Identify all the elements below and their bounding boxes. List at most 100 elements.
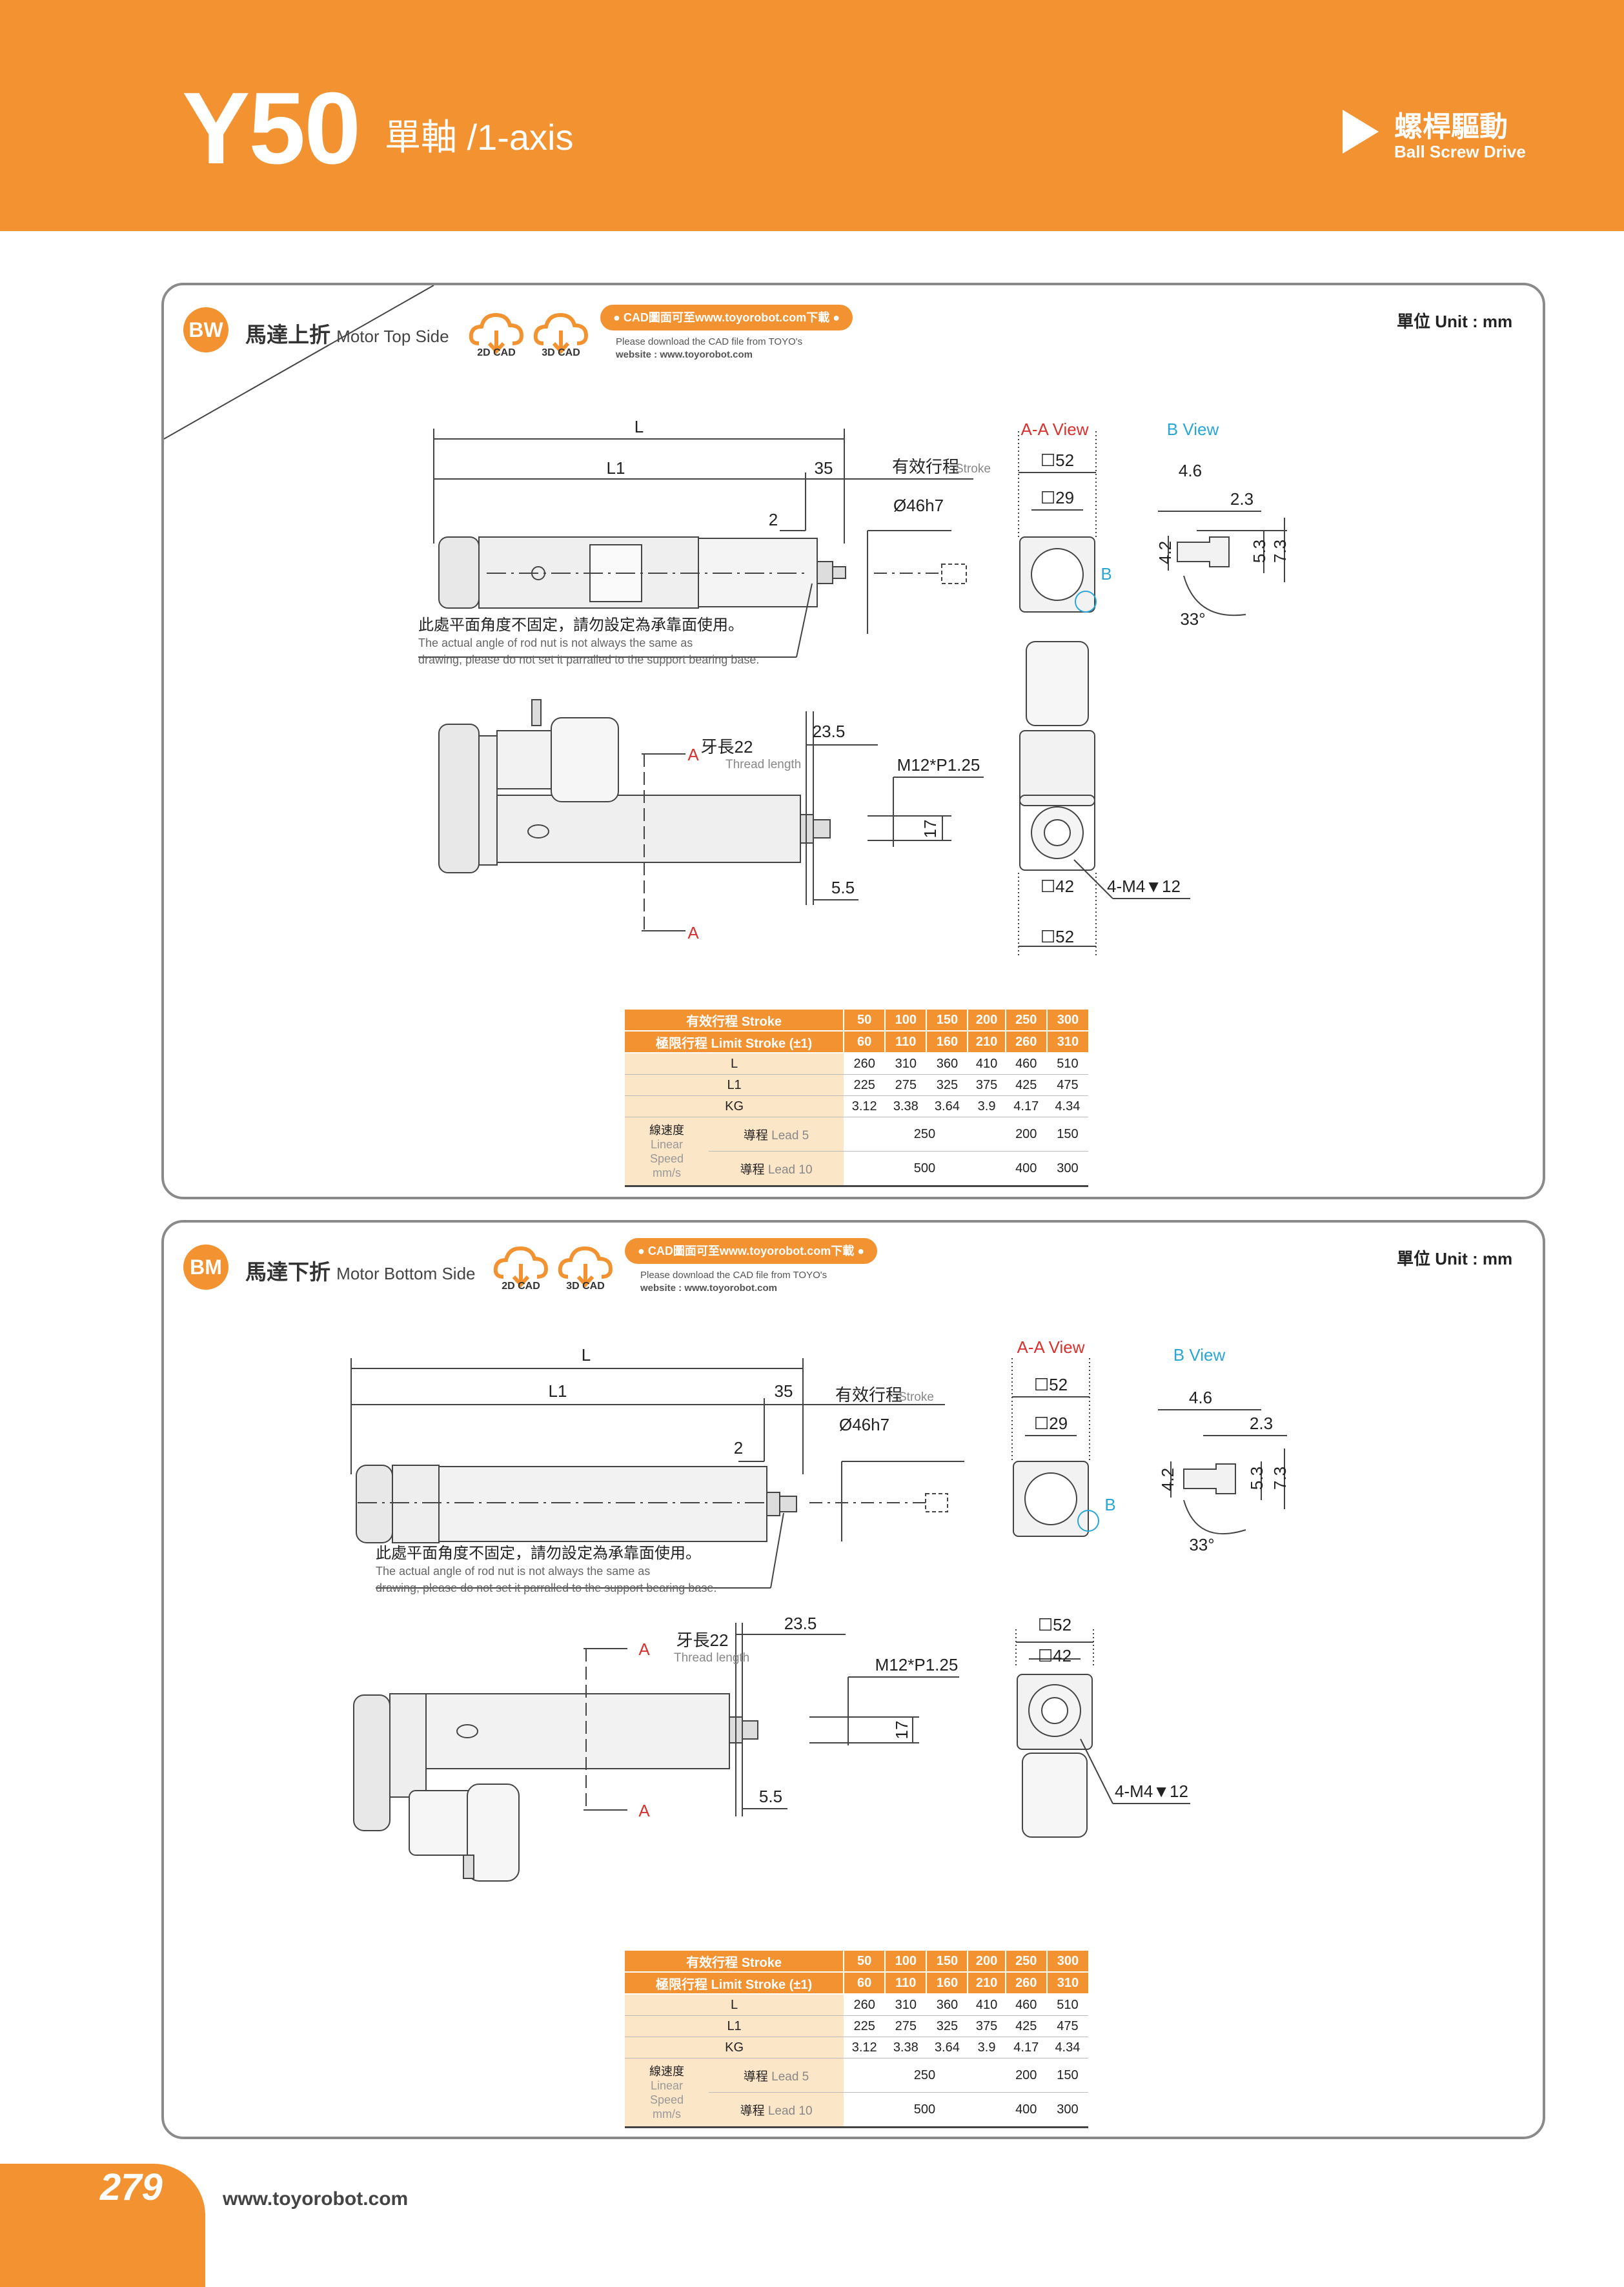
unit-label: 單位 Unit : mm bbox=[1397, 312, 1513, 331]
axis-subtitle: 單軸 /1-axis bbox=[385, 117, 574, 158]
dim-sq29: ☐29 bbox=[1040, 488, 1074, 507]
section-a-bottom: A bbox=[687, 923, 699, 942]
note-zh: 此處平面角度不固定，請勿設定為承靠面使用。 bbox=[418, 616, 744, 634]
spec-table: 有效行程 Stroke 50 100 150 200 250 300 極限行程 … bbox=[625, 1951, 1088, 2128]
note-en-1: The actual angle of rod nut is not alway… bbox=[418, 636, 693, 649]
dim-5-3: 5.3 bbox=[1250, 540, 1269, 563]
dim-diameter: Ø46h7 bbox=[893, 496, 944, 515]
dim-stroke-en: Stroke bbox=[955, 462, 991, 476]
limit-stroke-header: 極限行程 Limit Stroke (±1) bbox=[625, 1031, 844, 1053]
note-zh: 此處平面角度不固定，請勿設定為承靠面使用。 bbox=[376, 1545, 701, 1562]
page-number: 279 bbox=[100, 2166, 163, 2208]
b-view-label: B View bbox=[1173, 1345, 1226, 1365]
note-en-1: The actual angle of rod nut is not alway… bbox=[376, 1565, 650, 1578]
dim-5-5: 5.5 bbox=[759, 1787, 782, 1806]
dim-stroke-en: Stroke bbox=[898, 1390, 934, 1404]
dim-2-3: 2.3 bbox=[1250, 1414, 1273, 1433]
cloud-download-2d-icon[interactable] bbox=[492, 1238, 550, 1296]
b-view-label: B View bbox=[1167, 420, 1219, 439]
cad-download-pill[interactable]: ● CAD圖面可至www.toyorobot.com下載 ● bbox=[625, 1238, 878, 1264]
page-header: Y50 單軸 /1-axis 螺桿驅動 Ball Screw Drive bbox=[0, 0, 1624, 231]
section-title-zh: 馬達上折 bbox=[245, 323, 330, 347]
footer-tab bbox=[0, 2164, 205, 2287]
dim-diameter: Ø46h7 bbox=[839, 1415, 889, 1434]
cad-2d-label: 2D CAD bbox=[477, 347, 516, 358]
stroke-header: 有效行程 Stroke bbox=[625, 1010, 844, 1032]
dim-7-3: 7.3 bbox=[1270, 1467, 1290, 1490]
dim-2: 2 bbox=[734, 1438, 743, 1458]
cad-2d-label: 2D CAD bbox=[502, 1281, 540, 1292]
technical-drawing-bm: L L1 35 有效行程 Stroke Ø46h7 2 此處平面角度不固定，請勿… bbox=[350, 1337, 1290, 1882]
dim-sq52-lower: ☐52 bbox=[1040, 927, 1074, 946]
dim-L1: L1 bbox=[607, 458, 625, 478]
cloud-download-2d-icon[interactable] bbox=[467, 305, 525, 363]
section-title: 馬達下折 Motor Bottom Side bbox=[245, 1255, 475, 1286]
dim-m4: 4-M4▼12 bbox=[1115, 1782, 1188, 1801]
dim-4-2: 4.2 bbox=[1155, 541, 1175, 564]
dim-stroke-zh: 有效行程 bbox=[892, 457, 959, 476]
dim-4-6: 4.6 bbox=[1189, 1388, 1212, 1407]
drive-type-en: Ball Screw Drive bbox=[1394, 142, 1526, 161]
dim-angle: 33° bbox=[1180, 609, 1205, 629]
dim-7-3: 7.3 bbox=[1270, 540, 1290, 563]
section-a-top: A bbox=[687, 745, 699, 764]
dim-5-3: 5.3 bbox=[1247, 1467, 1266, 1490]
dim-stroke-zh: 有效行程 bbox=[835, 1385, 902, 1405]
dim-sq52: ☐52 bbox=[1034, 1375, 1068, 1394]
aa-view-label: A-A View bbox=[1017, 1337, 1084, 1357]
dim-17: 17 bbox=[892, 1721, 911, 1740]
linear-speed-label: 線速度 Linear Speed mm/s bbox=[625, 1117, 709, 1187]
dim-m12: M12*P1.25 bbox=[875, 1655, 959, 1674]
dim-sq52-lower: ☐52 bbox=[1038, 1615, 1071, 1634]
dim-m12: M12*P1.25 bbox=[897, 755, 980, 775]
unit-label: 單位 Unit : mm bbox=[1397, 1249, 1513, 1268]
section-badge: BW bbox=[183, 307, 228, 352]
dim-sq52: ☐52 bbox=[1040, 451, 1074, 470]
dim-sq42: ☐42 bbox=[1038, 1646, 1071, 1665]
section-title-zh: 馬達下折 bbox=[245, 1260, 330, 1284]
dim-L: L bbox=[634, 417, 644, 436]
section-panel-bm: BM 馬達下折 Motor Bottom Side 2D CAD 3D CAD … bbox=[161, 1220, 1545, 2139]
limit-stroke-header: 極限行程 Limit Stroke (±1) bbox=[625, 1972, 844, 1995]
cad-download-note: Please download the CAD file from TOYO's… bbox=[640, 1270, 827, 1294]
stroke-header: 有效行程 Stroke bbox=[625, 1951, 844, 1973]
dim-thread-en: Thread length bbox=[674, 1651, 749, 1665]
section-panel-bw: BW 馬達上折 Motor Top Side 2D CAD 3D CAD ● C… bbox=[161, 283, 1545, 1199]
dim-4-2: 4.2 bbox=[1158, 1468, 1177, 1491]
aa-view-label: A-A View bbox=[1020, 420, 1088, 439]
cad-download-pill[interactable]: ● CAD圖面可至www.toyorobot.com下載 ● bbox=[600, 305, 853, 330]
play-triangle-icon bbox=[1343, 110, 1379, 154]
dim-L: L bbox=[582, 1345, 591, 1365]
dim-23-5: 23.5 bbox=[813, 722, 846, 741]
b-marker: B bbox=[1101, 564, 1111, 584]
dim-4-6: 4.6 bbox=[1179, 461, 1202, 480]
dim-thread-22: 牙長22 bbox=[701, 737, 753, 757]
section-title-en: Motor Bottom Side bbox=[336, 1264, 476, 1283]
cad-3d-label: 3D CAD bbox=[542, 347, 580, 358]
dim-angle: 33° bbox=[1189, 1535, 1214, 1554]
dim-23-5: 23.5 bbox=[784, 1614, 817, 1633]
cloud-download-3d-icon[interactable] bbox=[532, 305, 590, 363]
dim-5-5: 5.5 bbox=[831, 878, 855, 897]
dim-2: 2 bbox=[769, 510, 778, 529]
dim-2-3: 2.3 bbox=[1230, 489, 1254, 509]
cloud-download-3d-icon[interactable] bbox=[556, 1238, 614, 1296]
section-a-top: A bbox=[638, 1640, 650, 1659]
spec-table: 有效行程 Stroke 50 100 150 200 250 300 極限行程 … bbox=[625, 1010, 1088, 1187]
cad-3d-label: 3D CAD bbox=[566, 1281, 605, 1292]
dim-thread-en: Thread length bbox=[726, 758, 801, 771]
dim-thread-22: 牙長22 bbox=[676, 1631, 729, 1650]
section-badge: BM bbox=[183, 1245, 228, 1290]
dim-m4: 4-M4▼12 bbox=[1107, 877, 1181, 896]
note-en-2: drawing, please do not set it parralled … bbox=[418, 653, 759, 666]
section-title: 馬達上折 Motor Top Side bbox=[245, 318, 449, 349]
footer-website-link[interactable]: www.toyorobot.com bbox=[223, 2188, 409, 2210]
dim-sq29: ☐29 bbox=[1034, 1414, 1068, 1433]
drive-type-zh: 螺桿驅動 bbox=[1394, 111, 1508, 143]
note-en-2: drawing, please do not set it parralled … bbox=[376, 1581, 716, 1594]
dim-L1: L1 bbox=[549, 1381, 567, 1401]
dim-17: 17 bbox=[920, 820, 940, 839]
model-title: Y50 bbox=[182, 72, 361, 185]
dim-sq42: ☐42 bbox=[1040, 877, 1074, 896]
linear-speed-label: 線速度 Linear Speed mm/s bbox=[625, 2058, 709, 2128]
